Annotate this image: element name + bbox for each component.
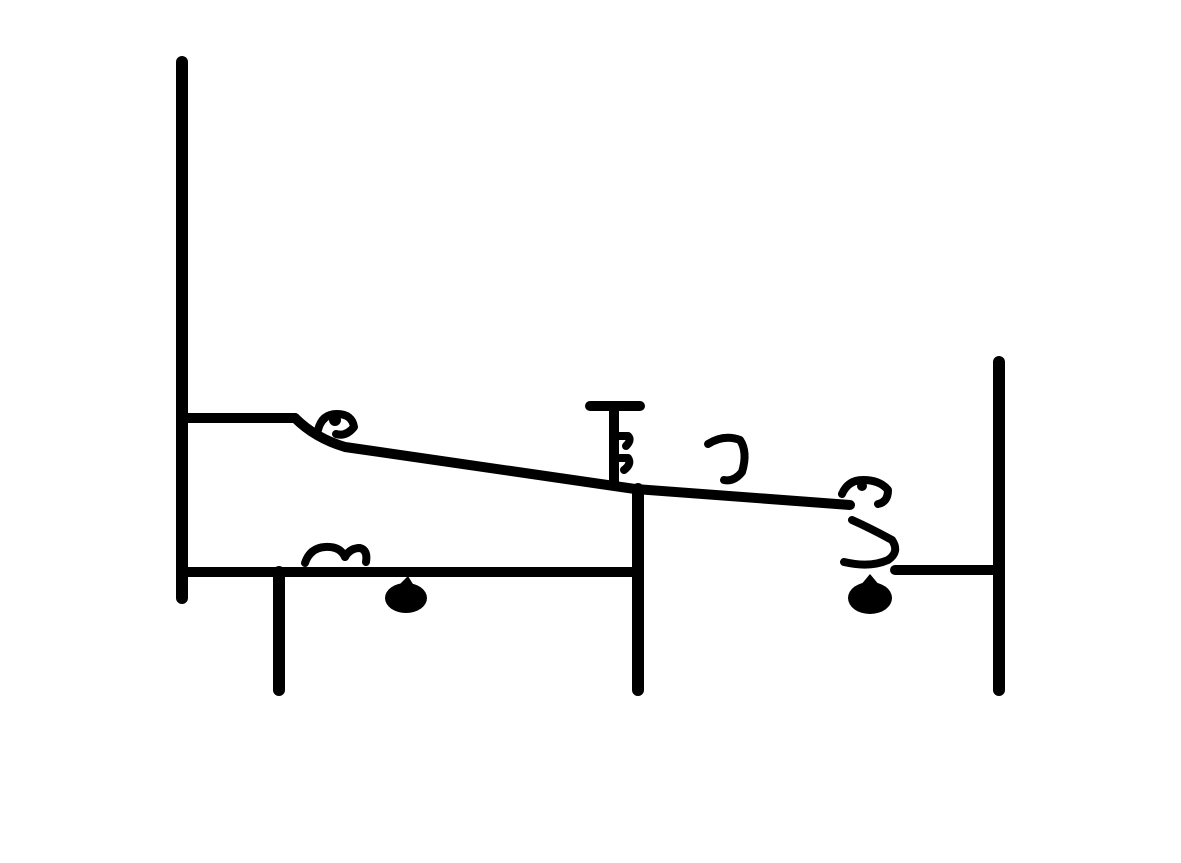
teardrop-mark-left (385, 583, 427, 613)
sloped-line-left (290, 413, 640, 494)
t-shaped-mark (585, 401, 645, 489)
teardrop-tip-left (396, 576, 416, 589)
hook-mark-center (704, 433, 749, 485)
sloped-line-right (630, 484, 855, 510)
curl-mark-right (838, 476, 892, 508)
hook-mark-right (840, 516, 900, 569)
teardrop-tip-right (860, 574, 880, 586)
curl-mark-lower-left (301, 542, 371, 567)
curl-mark-upper-left (314, 410, 358, 439)
teardrop-mark-right (848, 582, 892, 614)
